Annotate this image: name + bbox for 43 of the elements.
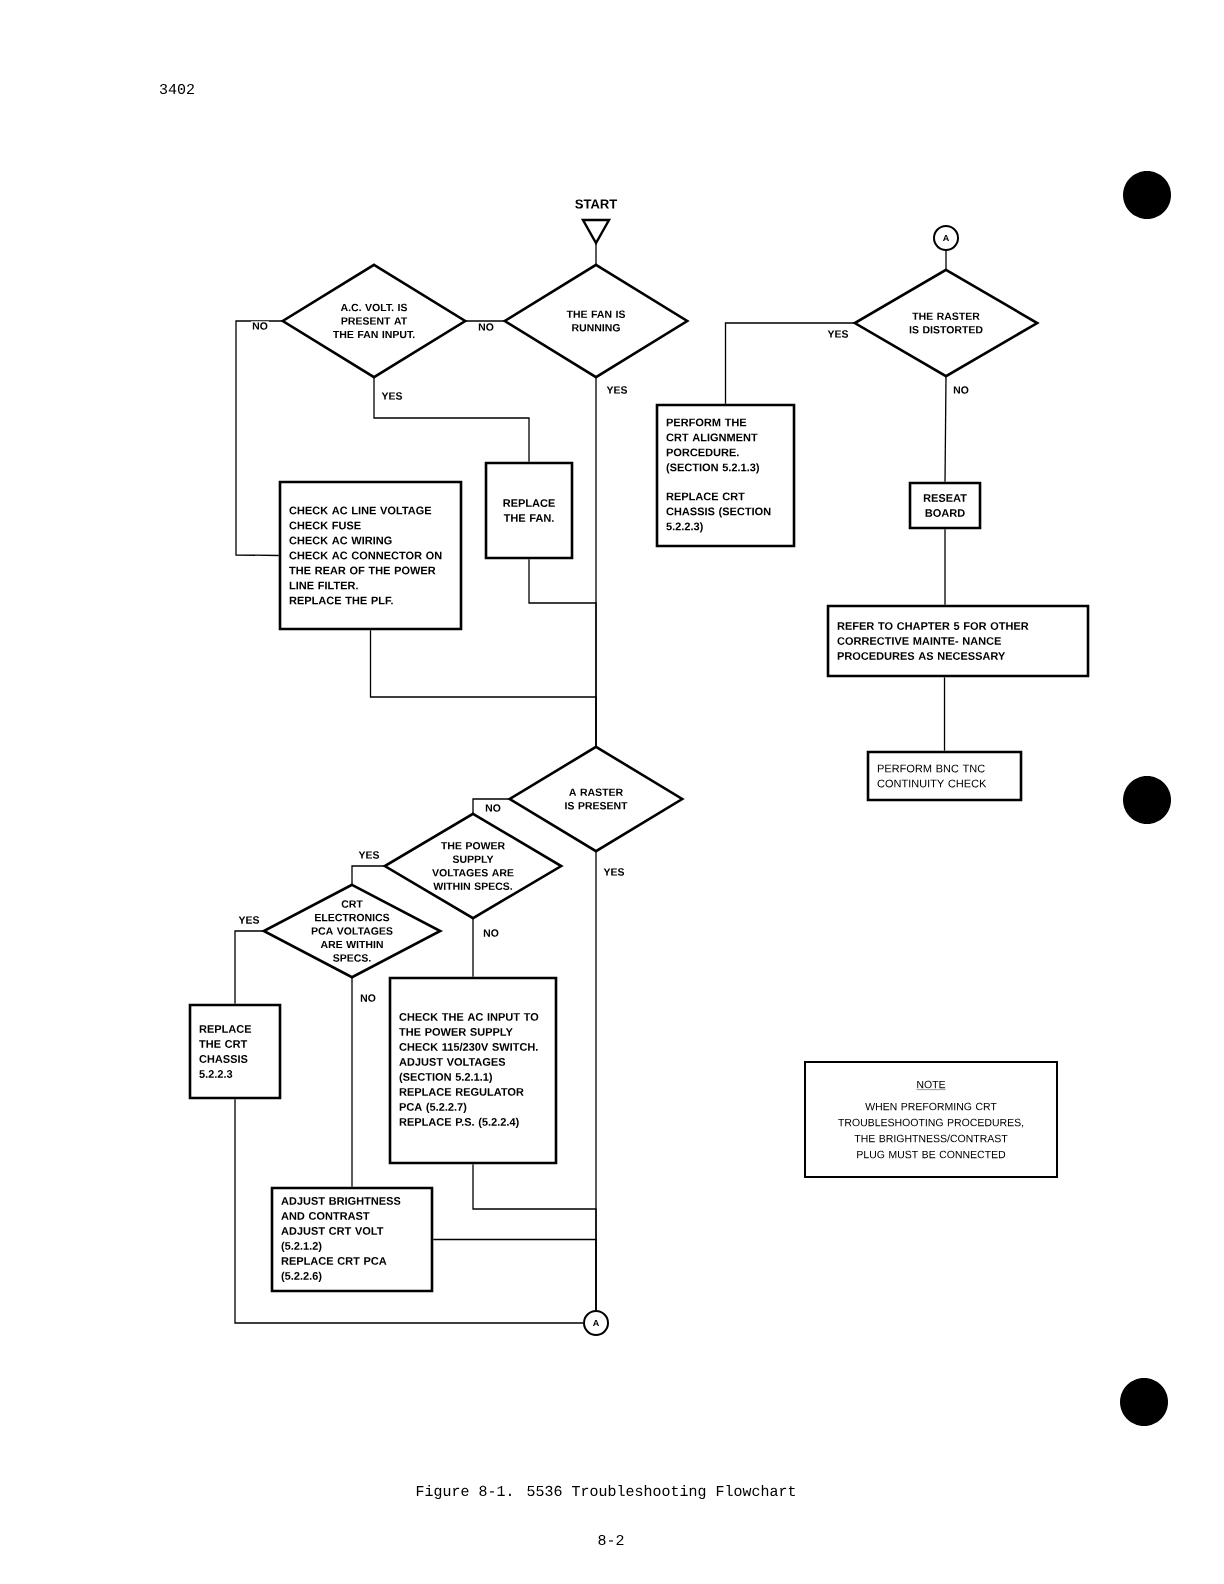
connector-line bbox=[373, 376, 530, 463]
edge-label: YES bbox=[380, 391, 404, 401]
connector-line bbox=[595, 242, 597, 266]
connector-line bbox=[945, 250, 947, 271]
connector-line bbox=[234, 930, 265, 1005]
connector-line bbox=[351, 976, 353, 1188]
edge-label: YES bbox=[602, 867, 626, 877]
connector-line bbox=[351, 865, 386, 886]
edge-label: NO bbox=[359, 993, 377, 1003]
process-box: ADJUST BRIGHTNESS AND CONTRAST ADJUST CRT VOLT (5.2.1.2) REPLACE CRT PCA (5.2.2.6) bbox=[270, 1186, 434, 1293]
page-number: 3402 bbox=[159, 83, 194, 95]
process-box: CHECK AC LINE VOLTAGE CHECK FUSE CHECK AC WIRING CHECK AC CONNECTOR ON THE REAR OF THE POWER LINE FILTER. REPLACE THE PLF. bbox=[278, 480, 463, 631]
connector-line bbox=[432, 1238, 597, 1311]
connector-line bbox=[472, 798, 511, 815]
process-box: PERFORM THE CRT ALIGNMENT PORCEDURE. (SECTION 5.2.1.3) REPLACE CRT CHASSIS (SECTION 5.2.2.3) bbox=[655, 403, 796, 548]
connector-line bbox=[943, 676, 946, 752]
process-box: PERFORM BNC TNC CONTINUITY CHECK bbox=[866, 750, 1023, 802]
node-label: START bbox=[575, 199, 618, 209]
connector-line bbox=[235, 320, 284, 557]
page-number: 8-2 bbox=[598, 1534, 624, 1546]
process-box: REPLACE THE FAN. bbox=[484, 461, 574, 560]
process-box: CHECK THE AC INPUT TO THE POWER SUPPLY CHECK 115/230V SWITCH. ADJUST VOLTAGES (SECTION 5.2.1.1) REPLACE REGULATOR PCA (5.2.2.7) REPLACE P.S. (5.2.2.4) bbox=[388, 976, 558, 1165]
process-box: REFER TO CHAPTER 5 FOR OTHER CORRECTIVE MAINTE- NANCE PROCEDURES AS NECESSARY bbox=[826, 604, 1090, 678]
connector-line bbox=[944, 528, 946, 606]
connector-line bbox=[369, 629, 597, 748]
connector-line bbox=[944, 375, 947, 483]
edge-label: YES bbox=[357, 850, 381, 860]
connector-line bbox=[472, 917, 474, 978]
note-box: NOTE WHEN PREFORMING CRT TROUBLESHOOTING PROCEDURES, THE BRIGHTNESS/CONTRAST PLUG MUST BE CONNECTED bbox=[804, 1061, 1058, 1178]
edge-label: NO bbox=[477, 322, 495, 332]
connector-line bbox=[464, 320, 506, 322]
figure-caption: Figure 8-1. 5536 Troubleshooting Flowchart bbox=[416, 1485, 795, 1499]
connector-line bbox=[724, 322, 856, 405]
edge-label: NO bbox=[484, 803, 502, 813]
connector-line bbox=[234, 1098, 584, 1324]
process-box: RESEAT BOARD bbox=[908, 481, 982, 530]
edge-label: YES bbox=[826, 329, 850, 339]
process-box: REPLACE THE CRT CHASSIS 5.2.2.3 bbox=[188, 1003, 282, 1100]
edge-label: NO bbox=[482, 928, 500, 938]
edge-label: NO bbox=[251, 321, 269, 331]
edge-label: NO bbox=[952, 385, 970, 395]
edge-label: YES bbox=[605, 385, 629, 395]
edge-label: YES bbox=[237, 915, 261, 925]
